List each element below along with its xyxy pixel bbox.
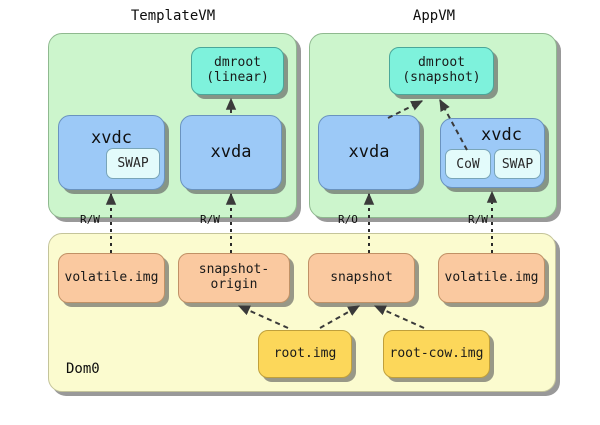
dom0-root-cow-img-label: root-cow.img — [389, 345, 484, 361]
app-xvdc-label: xvdc — [481, 125, 522, 145]
dom0-snapshot-origin-label: snapshot-origin — [198, 262, 270, 292]
app-xvdc-cow-label: CoW — [456, 156, 480, 172]
dom0-snapshot-label: snapshot — [330, 269, 393, 285]
template-xvdc-swap-label: SWAP — [117, 156, 149, 171]
template-dmroot-line1: dmroot — [214, 55, 261, 71]
dom0-volatile-template-box: volatile.img — [58, 253, 165, 303]
dom0-root-img-label: root.img — [273, 345, 337, 361]
app-xvda-label: xvda — [348, 142, 390, 162]
app-xvda-box — [318, 115, 420, 190]
dom0-root-img-box: root.img — [258, 330, 352, 378]
dom0-volatile-app-label: volatile.img — [444, 269, 539, 285]
app-dmroot-box: dmroot (snapshot) — [389, 47, 494, 95]
template-xvdc-swap-box: SWAP — [106, 148, 160, 179]
connector-label-app-xvdc: R/W — [468, 213, 488, 226]
template-xvda-label: xvda — [210, 142, 252, 162]
dom0-label: Dom0 — [66, 361, 100, 377]
template-dmroot-box: dmroot (linear) — [191, 47, 284, 95]
dom0-root-cow-img-box: root-cow.img — [383, 330, 490, 378]
dom0-volatile-app-box: volatile.img — [438, 253, 545, 303]
app-dmroot-line1: dmroot — [418, 55, 465, 71]
template-xvda-box — [180, 115, 282, 190]
app-dmroot-line2: (snapshot) — [402, 70, 481, 85]
dom0-volatile-template-label: volatile.img — [64, 269, 159, 285]
dom0-snapshot-box: snapshot — [308, 253, 415, 303]
app-xvdc-swap-box: SWAP — [494, 149, 541, 179]
app-xvdc-cow-box: CoW — [445, 149, 491, 179]
app-vm-title: AppVM — [412, 8, 456, 24]
dom0-snapshot-origin-box: snapshot-origin — [178, 253, 290, 303]
connector-label-app-xvda: R/O — [338, 213, 358, 226]
template-dmroot-line2: (linear) — [206, 70, 269, 85]
app-xvdc-swap-label: SWAP — [501, 156, 534, 172]
connector-label-template-xvdc: R/W — [80, 213, 100, 226]
template-xvdc-label: xvdc — [91, 128, 132, 148]
template-vm-title: TemplateVM — [130, 8, 216, 24]
connector-label-template-xvda: R/W — [200, 213, 220, 226]
